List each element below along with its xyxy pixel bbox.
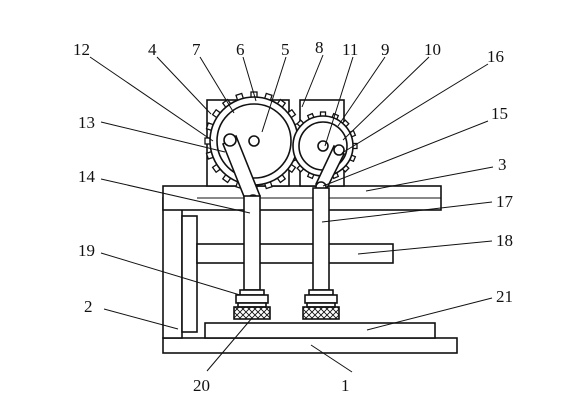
left-rod <box>243 195 261 291</box>
label-16: 16 <box>487 47 504 66</box>
right-press-head <box>302 289 340 320</box>
right-crank-pin <box>333 144 345 156</box>
right-rod <box>312 187 330 291</box>
label-9: 9 <box>381 40 390 59</box>
label-4: 4 <box>148 40 157 59</box>
right-crank-link <box>314 144 346 193</box>
label-6: 6 <box>236 40 245 59</box>
label-2: 2 <box>84 297 93 316</box>
label-14: 14 <box>78 167 96 186</box>
label-20: 20 <box>193 376 210 395</box>
label-18: 18 <box>496 231 513 250</box>
label-21: 21 <box>496 287 513 306</box>
right-gear <box>292 115 354 177</box>
left-gear <box>209 96 299 186</box>
left-column <box>162 197 183 339</box>
label-5: 5 <box>281 40 290 59</box>
label-19: 19 <box>78 241 95 260</box>
work-platform <box>204 322 436 339</box>
column-inner <box>181 215 198 333</box>
label-17: 17 <box>496 192 514 211</box>
label-1: 1 <box>341 376 350 395</box>
left-press-head <box>233 289 271 320</box>
leader-lines <box>89 54 494 373</box>
label-10: 10 <box>424 40 441 59</box>
left-knurled-pad <box>233 306 271 320</box>
label-7: 7 <box>192 40 201 59</box>
label-11: 11 <box>342 40 358 59</box>
label-12: 12 <box>73 40 90 59</box>
left-gear-axle <box>248 135 260 147</box>
base-plate <box>162 337 458 354</box>
callout-labels: 1 2 3 4 5 6 7 8 9 10 11 12 13 14 15 16 1… <box>73 38 514 395</box>
label-8: 8 <box>315 38 324 57</box>
label-3: 3 <box>498 155 507 174</box>
right-knurled-pad <box>302 306 340 320</box>
label-13: 13 <box>78 113 95 132</box>
label-15: 15 <box>491 104 508 123</box>
left-crank-pin <box>223 133 237 147</box>
